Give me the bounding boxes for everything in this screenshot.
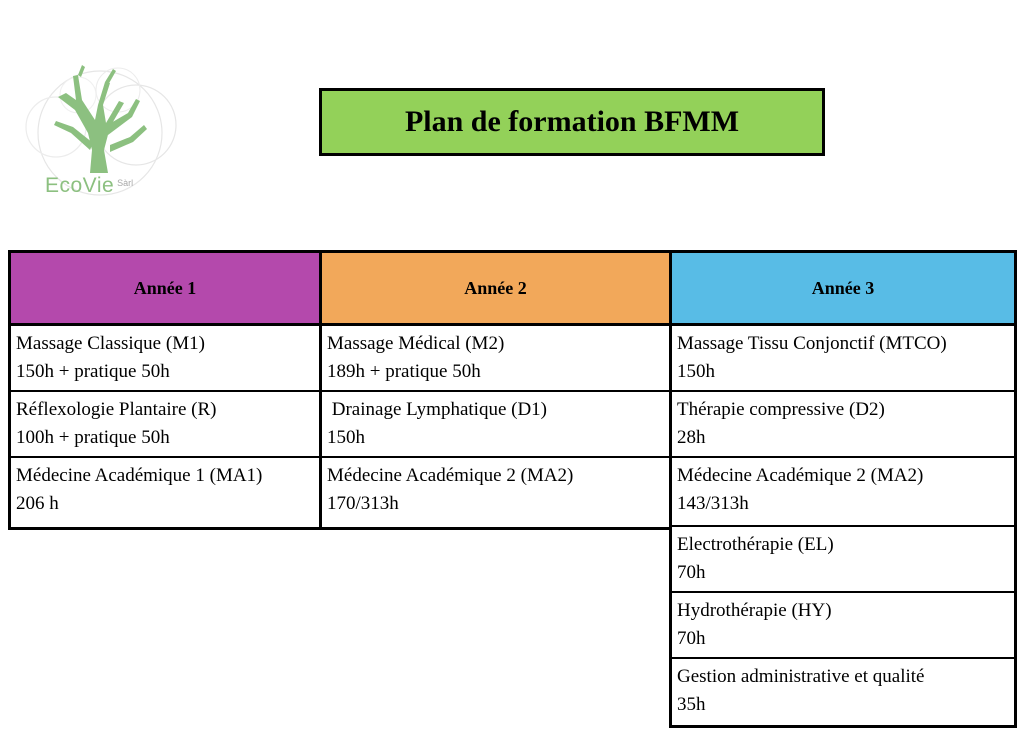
module-hours: 100h + pratique 50h [16,427,170,448]
module-name: Médecine Académique 2 (MA2) [327,465,574,486]
module-cell: Electrothérapie (EL) 70h [672,527,1014,593]
module-name: Massage Médical (M2) [327,333,505,354]
year-2-column: Année 2 Massage Médical (M2) 189h + prat… [319,250,672,530]
module-name: Massage Classique (M1) [16,333,205,354]
tree-logo-icon [25,65,177,196]
module-cell: Thérapie compressive (D2) 28h [672,392,1014,458]
module-cell: Médecine Académique 1 (MA1) 206 h [11,458,319,527]
year-3-header: Année 3 [672,253,1014,326]
page-title: Plan de formation BFMM [319,88,825,156]
module-cell: Réflexologie Plantaire (R) 100h + pratiq… [11,392,319,458]
year-2-header: Année 2 [322,253,669,326]
module-name: Réflexologie Plantaire (R) [16,399,217,420]
module-hours: 35h [677,694,706,715]
module-name: Hydrothérapie (HY) [677,600,832,621]
module-name: Médecine Académique 1 (MA1) [16,465,263,486]
module-hours: 70h [677,628,706,649]
module-hours: 150h [677,361,715,382]
module-cell: Massage Tissu Conjonctif (MTCO) 150h [672,326,1014,392]
year-1-header: Année 1 [11,253,319,326]
module-cell: Drainage Lymphatique (D1) 150h [322,392,669,458]
module-cell: Médecine Académique 2 (MA2) 143/313h [672,458,1014,527]
module-cell: Hydrothérapie (HY) 70h [672,593,1014,659]
module-name: Gestion administrative et qualité [677,666,925,687]
module-cell: Massage Médical (M2) 189h + pratique 50h [322,326,669,392]
module-hours: 150h + pratique 50h [16,361,170,382]
module-hours: 28h [677,427,706,448]
module-name: Massage Tissu Conjonctif (MTCO) [677,333,947,354]
module-hours: 143/313h [677,493,749,514]
module-hours: 189h + pratique 50h [327,361,481,382]
module-cell: Massage Classique (M1) 150h + pratique 5… [11,326,319,392]
module-hours: 150h [327,427,365,448]
module-hours: 170/313h [327,493,399,514]
module-cell: Gestion administrative et qualité 35h [672,659,1014,725]
module-hours: 70h [677,562,706,583]
module-cell: Médecine Académique 2 (MA2) 170/313h [322,458,669,527]
year-1-column: Année 1 Massage Classique (M1) 150h + pr… [8,250,322,530]
year-3-column: Année 3 Massage Tissu Conjonctif (MTCO) … [669,250,1017,728]
module-name: Drainage Lymphatique (D1) [327,399,548,420]
module-name: Electrothérapie (EL) [677,534,834,555]
module-hours: 206 h [16,493,59,514]
module-name: Médecine Académique 2 (MA2) [677,465,924,486]
module-name: Thérapie compressive (D2) [677,399,885,420]
